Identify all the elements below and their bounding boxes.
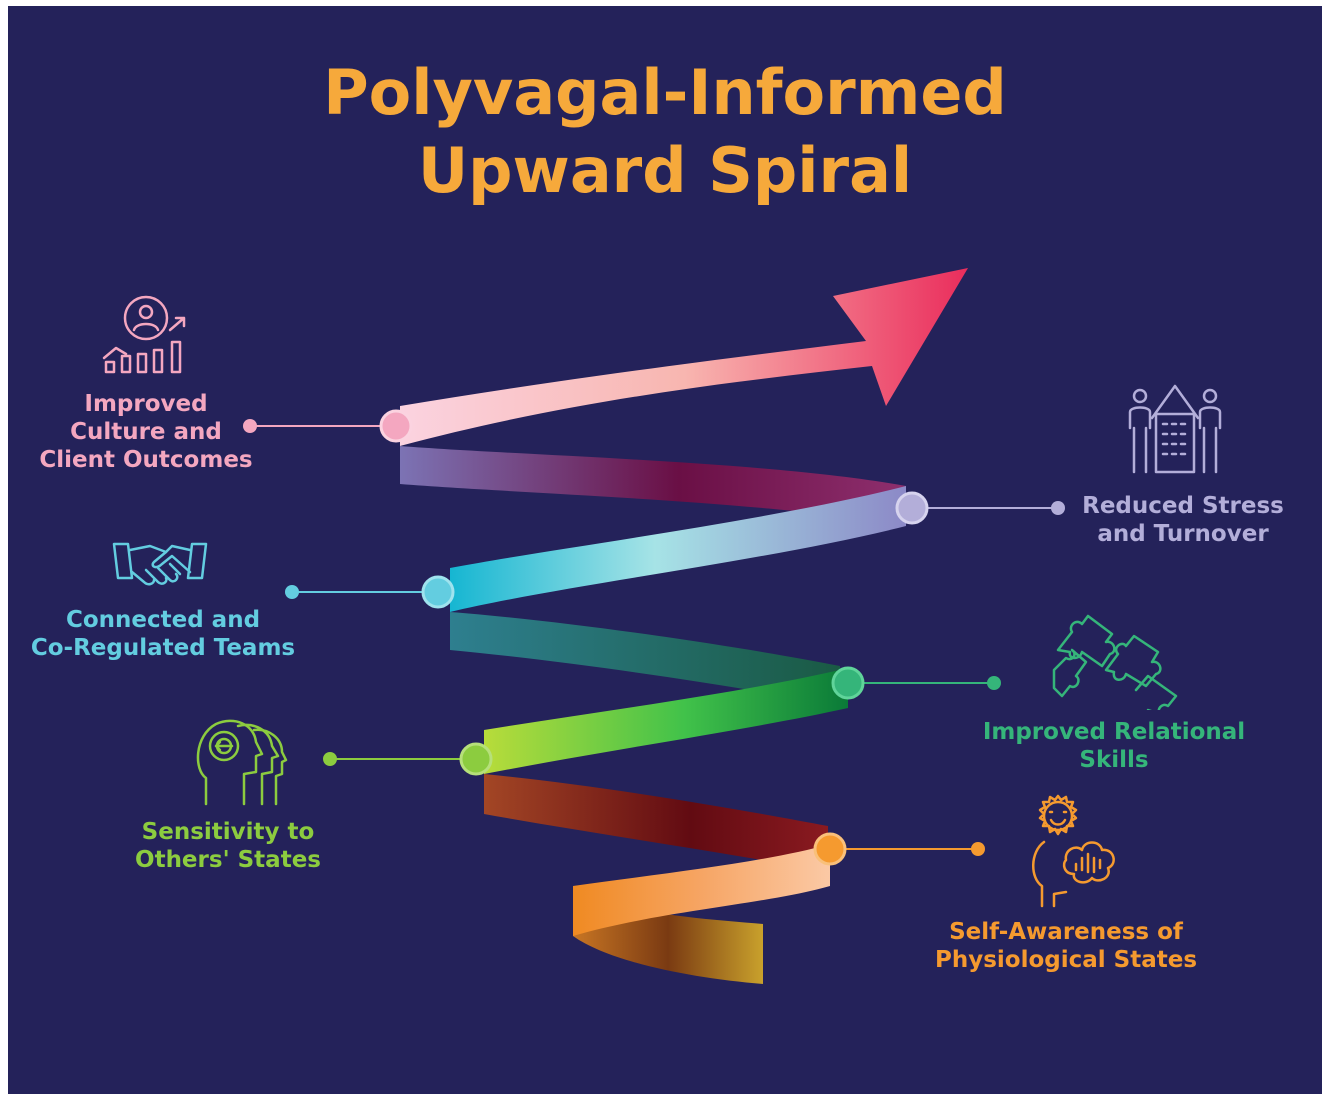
connector-culture <box>243 409 413 443</box>
label-stress: Reduced Stress and Turnover <box>1076 492 1290 548</box>
label-sensitivity-line-1: Sensitivity to <box>141 819 315 845</box>
label-relational: Improved Relational Skills <box>974 718 1254 774</box>
spiral-arrow <box>400 268 968 446</box>
spiral-band-front-green <box>484 668 848 774</box>
connector-relational <box>831 666 1001 700</box>
person-growth-chart-icon <box>102 295 186 374</box>
infographic-canvas: Polyvagal-Informed Upward Spiral <box>8 6 1322 1094</box>
label-teams-line-1: Connected and <box>65 607 261 633</box>
title-line-1: Polyvagal-Informed <box>323 56 1007 129</box>
puzzle-pieces-icon <box>1052 614 1178 710</box>
connector-teams <box>285 575 455 609</box>
label-stress-line-1: Reduced Stress <box>1082 493 1284 519</box>
building-people-icon <box>1128 384 1222 474</box>
label-selfaware-line-2: Physiological States <box>934 947 1198 973</box>
spiral-band-front-cyan <box>450 486 906 612</box>
spiral-band-back-teal <box>450 612 840 706</box>
connector-sensitivity <box>323 742 493 776</box>
label-teams: Connected and Co-Regulated Teams <box>18 606 308 662</box>
label-sensitivity: Sensitivity to Others' States <box>128 818 328 874</box>
label-selfaware: Self-Awareness of Physiological States <box>926 918 1206 974</box>
spiral-band-front-orange <box>573 844 830 936</box>
spiral-band-back-purple <box>400 446 906 526</box>
label-relational-line-2: Skills <box>1079 747 1149 773</box>
label-culture-line-1: Improved <box>84 391 208 417</box>
title-line-2: Upward Spiral <box>417 134 913 207</box>
label-culture: Improved Culture and Client Outcomes <box>38 390 254 474</box>
spiral-band-back-red <box>484 774 828 872</box>
handshake-icon <box>112 542 208 586</box>
head-sun-cloud-icon <box>1032 794 1115 908</box>
label-culture-line-2: Culture and <box>70 419 222 445</box>
page-title: Polyvagal-Informed Upward Spiral <box>8 54 1322 210</box>
label-relational-line-1: Improved Relational <box>982 719 1246 745</box>
label-stress-line-2: and Turnover <box>1097 521 1269 547</box>
label-teams-line-2: Co-Regulated Teams <box>30 635 296 661</box>
label-selfaware-line-1: Self-Awareness of <box>949 919 1183 945</box>
spiral-diagram <box>243 268 1065 984</box>
heads-profile-icon <box>196 719 288 806</box>
connector-stress <box>895 491 1065 525</box>
label-culture-line-3: Client Outcomes <box>39 447 253 473</box>
connector-selfaware <box>813 832 985 866</box>
label-sensitivity-line-2: Others' States <box>135 847 321 873</box>
